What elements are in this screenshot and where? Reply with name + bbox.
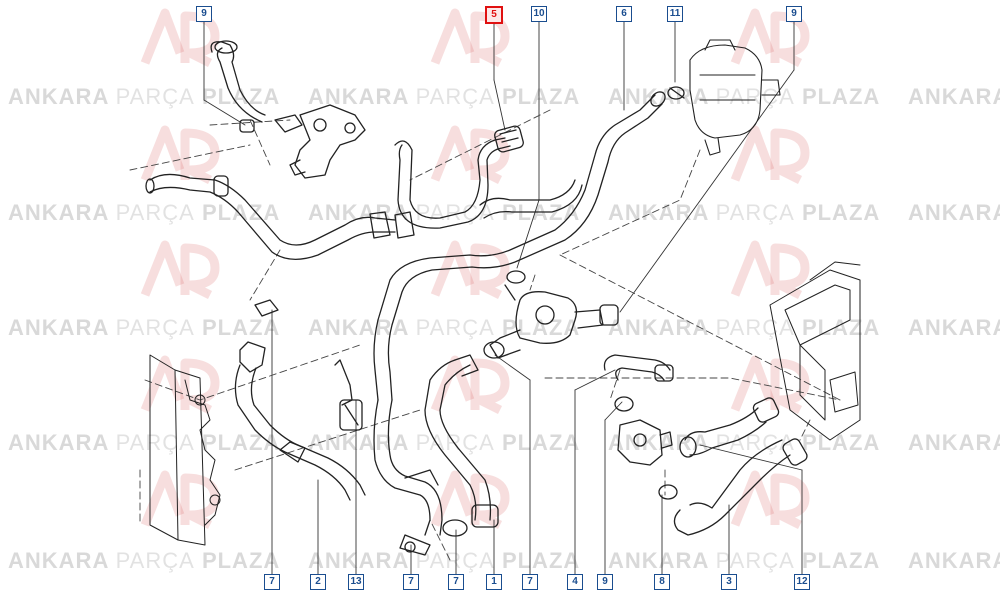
watermark-logo [730,125,810,185]
watermark-text: ANKARA [908,84,1000,109]
hose-4 [603,354,674,382]
y-pipe [373,399,443,556]
hose-10 [479,179,583,284]
watermark-logo [430,125,510,185]
clamp-11 [667,86,685,100]
radiator [149,354,221,546]
watermark-text: ANKARA [908,200,1000,225]
callout-4[interactable]: 4 [567,574,583,590]
watermark-text: ANKARA PARÇA PLAZA [608,315,881,340]
callout-7[interactable]: 7 [448,574,464,590]
watermark-text: ANKARA PARÇA PLAZA [8,315,281,340]
callout-7[interactable]: 7 [264,574,280,590]
upper-left-hose [210,40,303,133]
bracket-13 [334,359,363,431]
callout-7[interactable]: 7 [522,574,538,590]
watermark-logo [430,240,510,300]
callout-8[interactable]: 8 [654,574,670,590]
callout-10[interactable]: 10 [531,6,547,22]
clamp-7 [483,341,505,359]
heater-box [769,261,861,441]
watermark-text: ANKARA PARÇA PLAZA [608,430,881,455]
watermark-logo [730,240,810,300]
callout-5-highlighted[interactable]: 5 [485,6,503,24]
watermark-text: ANKARA PARÇA PLAZA [308,84,581,109]
callout-3[interactable]: 3 [721,574,737,590]
clamp-7-upper [254,299,279,317]
upper-long-hose [145,173,415,260]
watermark-text: ANKARA PARÇA PLAZA [608,200,881,225]
outlet-housing [489,284,619,359]
watermark-text: ANKARA PARÇA PLAZA [308,430,581,455]
callout-6[interactable]: 6 [616,6,632,22]
leader-lines [203,20,803,576]
watermark-logo [730,470,810,530]
callout-1[interactable]: 1 [486,574,502,590]
watermark-text: ANKARA [908,548,1000,573]
callout-9-top-right[interactable]: 9 [786,6,802,22]
watermark-text: ANKARA [908,430,1000,455]
watermark-logo [140,240,220,300]
watermark-logo [140,470,220,530]
callout-9-top-left[interactable]: 9 [196,6,212,22]
callout-2[interactable]: 2 [310,574,326,590]
callout-13[interactable]: 13 [348,574,364,590]
watermark-text: ANKARA PARÇA PLAZA [8,548,281,573]
hose-3 [673,438,808,536]
watermark-text: ANKARA PARÇA PLAZA [308,548,581,573]
valve-block [289,104,366,179]
callout-12[interactable]: 12 [794,574,810,590]
watermark-text: ANKARA [908,315,1000,340]
hose-12 [679,397,780,458]
watermark-text: ANKARA PARÇA PLAZA [8,200,281,225]
hose-2 [234,341,366,501]
watermark-logo [730,355,810,415]
dashed-guides [129,109,841,561]
callout-9[interactable]: 9 [597,574,613,590]
callout-7[interactable]: 7 [403,574,419,590]
watermark-logo [140,125,220,185]
expansion-tank [689,39,781,156]
hose-6 [373,91,666,401]
thermostat [617,419,673,466]
watermark-text: ANKARA PARÇA PLAZA [608,548,881,573]
watermark-text: ANKARA PARÇA PLAZA [8,84,281,109]
callout-11[interactable]: 11 [667,6,683,22]
hose-1 [424,354,499,537]
watermark-text: ANKARA PARÇA PLAZA [8,430,281,455]
clamp-8 [658,484,678,500]
hose-5 [394,125,524,229]
clamp-9-lower [614,396,634,412]
